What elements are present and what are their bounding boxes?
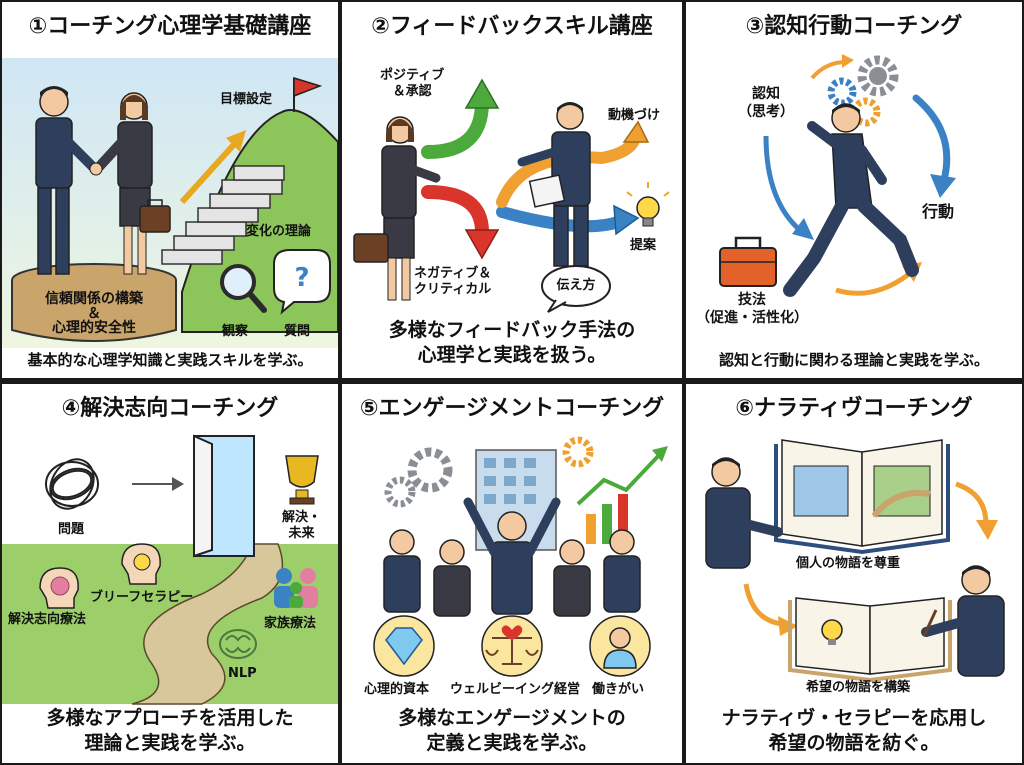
label-psychological-capital: 心理的資本 — [364, 682, 430, 697]
panel-solution-focused: ④解決志向コーチング — [2, 384, 338, 763]
tangle-icon — [45, 458, 99, 510]
label-delivery: 伝え方 — [556, 278, 596, 293]
label-nlp: NLP — [228, 666, 257, 681]
label-observation: 観察 — [222, 324, 249, 339]
notebook-icon — [788, 597, 952, 683]
panel-illustration — [719, 54, 956, 297]
label-technique: 技法 （促進・活性化） — [696, 292, 808, 326]
label-wellbeing-management: ウェルビーイング経営 — [450, 682, 581, 697]
panel-title: ⑤エンゲージメントコーチング — [359, 396, 665, 421]
label-positive-recognition: ポジティブ ＆承認 — [380, 68, 445, 100]
label-family-therapy: 家族療法 — [264, 616, 317, 631]
pen-icon — [922, 609, 938, 637]
panel-illustration — [353, 78, 670, 313]
panel-narrative: ⑥ナラティヴコーチング — [686, 384, 1022, 763]
panel-caption: 多様なエンゲージメントの 定義と実践を学ぶ。 — [398, 707, 626, 755]
panel-illustration: ? — [2, 58, 338, 348]
gear-icon — [384, 476, 416, 508]
label-motivation: 動機づけ — [608, 108, 661, 123]
panel-illustration — [2, 434, 338, 705]
label-change-theory: 変化の理論 — [246, 224, 312, 239]
panel-caption: 多様なフィードバック手法の 心理学と実践を扱う。 — [388, 319, 636, 367]
label-goal-setting: 目標設定 — [220, 92, 273, 107]
panel-title: ②フィードバックスキル講座 — [371, 14, 653, 39]
lightbulb-icon — [821, 619, 843, 641]
family-icon — [274, 568, 318, 608]
panel-coaching-psychology: ①コーチング心理学基礎講座 — [2, 2, 338, 378]
worker-icon — [609, 627, 631, 649]
panel-caption: 認知と行動に関わる理論と実践を学ぶ。 — [718, 351, 989, 369]
label-action: 行動 — [922, 202, 955, 221]
gear-icon — [857, 55, 899, 97]
panel-engagement: ⑤エンゲージメントコーチング — [342, 384, 682, 763]
open-book-icon — [774, 439, 950, 555]
panel-feedback-skills: ②フィードバックスキル講座 — [342, 2, 682, 378]
panel-title: ⑥ナラティヴコーチング — [735, 396, 973, 421]
label-proposal: 提案 — [630, 238, 657, 253]
question-mark-icon: ? — [294, 263, 309, 293]
panel-caption: 基本的な心理学知識と実践スキルを学ぶ。 — [27, 351, 313, 369]
panel-illustration — [373, 436, 668, 677]
label-purpose: 働きがい — [592, 682, 645, 697]
panel-illustration — [705, 439, 1005, 683]
label-brief-therapy: ブリーフセラピー — [90, 590, 194, 605]
brain-icon — [219, 629, 257, 659]
panel-cognitive-behavioral: ③認知行動コーチング — [686, 2, 1022, 378]
panel-caption: 多様なアプローチを活用した 理論と実践を学ぶ。 — [46, 707, 294, 755]
panel-title: ③認知行動コーチング — [745, 14, 963, 39]
label-solution-focused-therapy: 解決志向療法 — [8, 612, 87, 627]
label-questioning: 質問 — [284, 324, 311, 339]
trophy-icon — [285, 455, 319, 488]
diamond-icon — [385, 627, 423, 666]
gear-icon — [562, 436, 594, 468]
panel-title: ①コーチング心理学基礎講座 — [28, 14, 312, 39]
toolbox-icon — [719, 247, 777, 287]
label-respect-stories: 個人の物語を尊重 — [796, 556, 901, 571]
label-problem: 問題 — [58, 522, 85, 537]
growth-chart-icon — [576, 446, 668, 544]
panel-title: ④解決志向コーチング — [61, 396, 279, 421]
label-cognition: 認知 （思考） — [738, 86, 794, 120]
gear-icon — [851, 97, 881, 127]
label-negative-critical: ネガティブ＆ クリティカル — [414, 266, 492, 298]
gear-icon — [827, 77, 857, 107]
label-trust-safety: 信頼関係の構築 ＆ 心理的安全性 — [45, 291, 143, 337]
label-build-hope: 希望の物語を構築 — [806, 680, 911, 695]
label-solution-future: 解決・ 未来 — [282, 510, 322, 542]
panel-caption: ナラティヴ・セラピーを応用し 希望の物語を紡ぐ。 — [721, 707, 987, 755]
gear-icon — [407, 447, 453, 493]
